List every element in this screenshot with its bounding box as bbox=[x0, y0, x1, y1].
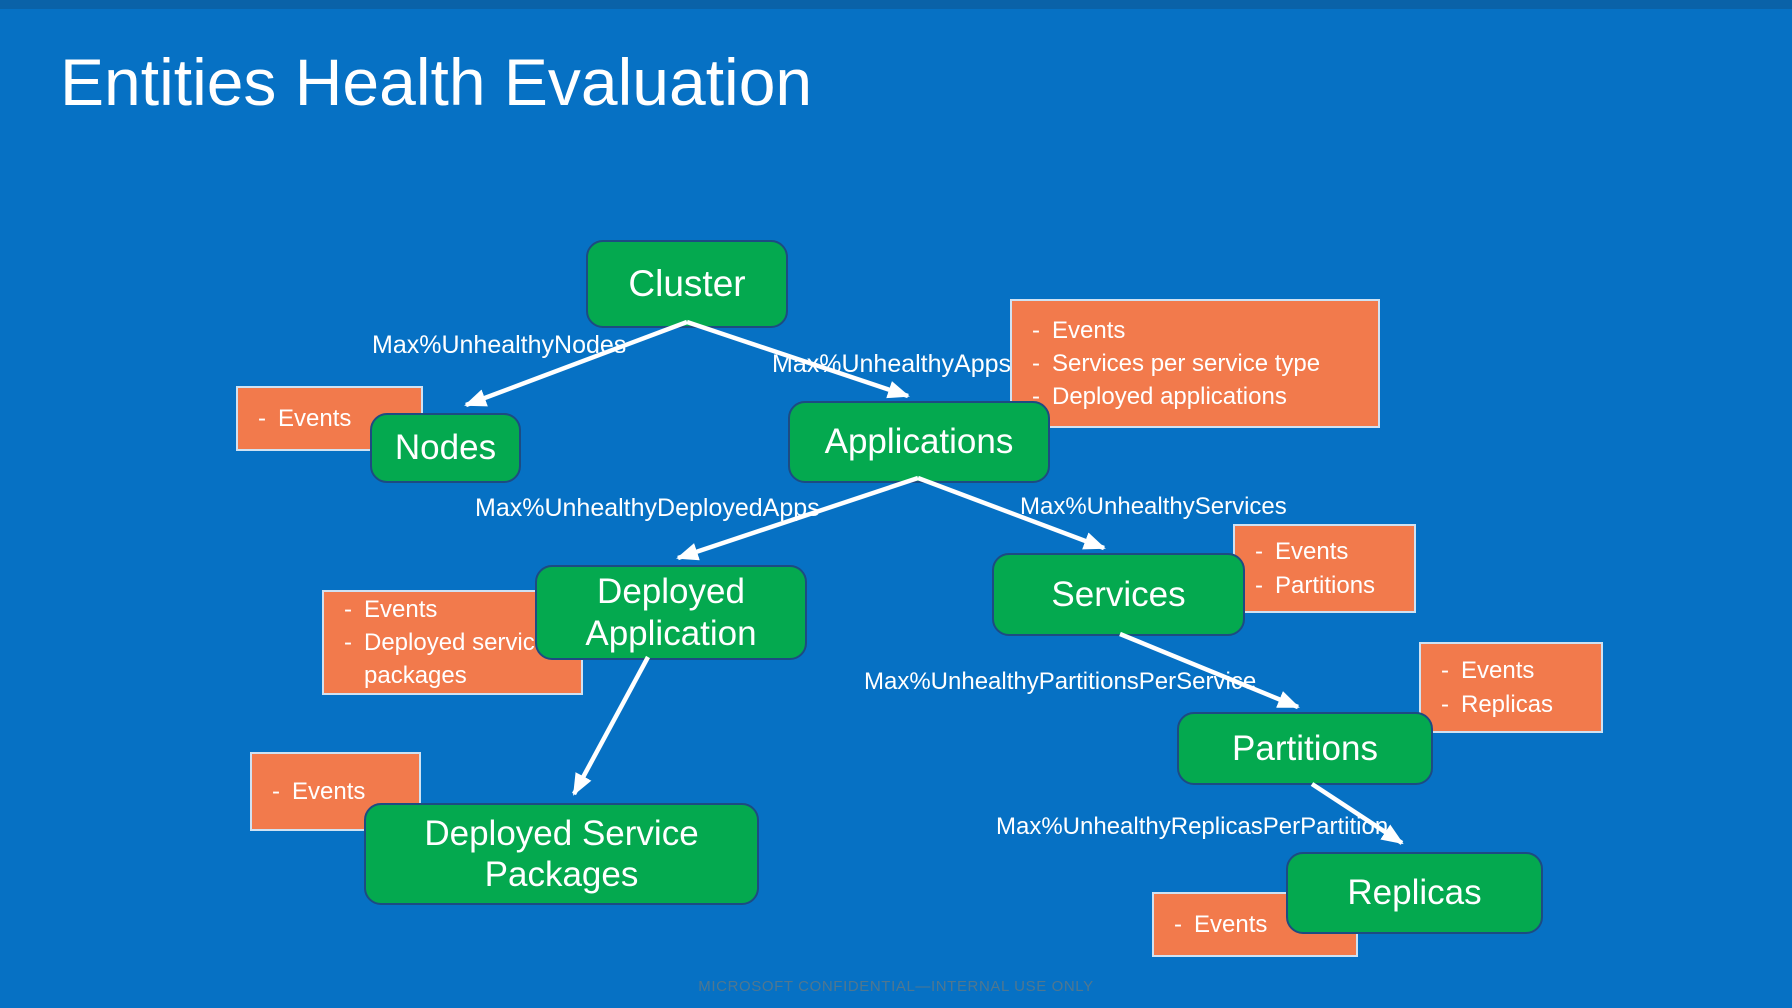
attribute-text: Deployed service packages bbox=[364, 628, 549, 690]
attribute-text: Replicas bbox=[1461, 690, 1554, 718]
entity-label: Cluster bbox=[628, 263, 746, 305]
bullet-dash: - bbox=[272, 777, 280, 805]
entity-label: Applications bbox=[824, 422, 1014, 462]
bullet-dash: - bbox=[344, 595, 352, 623]
entity-label: Deployed Service Packages bbox=[424, 813, 699, 894]
attribute-item: -Events bbox=[1235, 535, 1406, 568]
edge-label-max-unhealthy-replicas-per-partition: Max%UnhealthyReplicasPerPartition bbox=[996, 813, 1389, 840]
edge-label-max-unhealthy-apps: Max%UnhealthyApps bbox=[772, 350, 1012, 378]
attribute-item: -Events bbox=[324, 593, 573, 626]
bullet-dash: - bbox=[1441, 657, 1449, 685]
attributes-box-services: -Events -Partitions bbox=[1233, 524, 1416, 613]
attribute-item: -Events bbox=[1154, 908, 1348, 941]
confidentiality-footer: MICROSOFT CONFIDENTIAL—INTERNAL USE ONLY bbox=[698, 978, 1094, 995]
entity-label: Replicas bbox=[1347, 873, 1482, 913]
attribute-text: Partitions bbox=[1275, 571, 1376, 599]
attribute-item: -Partitions bbox=[1235, 569, 1406, 602]
attribute-text: Deployed applications bbox=[1052, 383, 1287, 411]
attribute-item: -Deployed applications bbox=[1012, 380, 1370, 413]
entity-deployed-application: Deployed Application bbox=[535, 565, 807, 660]
slide-title: Entities Health Evaluation bbox=[60, 45, 813, 119]
entity-label: Services bbox=[1051, 574, 1186, 614]
attribute-text: Events bbox=[364, 595, 438, 623]
bullet-dash: - bbox=[258, 404, 266, 432]
bullet-dash: - bbox=[1032, 383, 1040, 411]
entity-nodes: Nodes bbox=[370, 413, 521, 483]
bullet-dash: - bbox=[1255, 571, 1263, 599]
entity-replicas: Replicas bbox=[1286, 852, 1543, 934]
entity-label: Deployed Application bbox=[585, 572, 757, 653]
edge-label-max-unhealthy-services: Max%UnhealthyServices bbox=[1020, 493, 1287, 520]
edge-label-max-unhealthy-partitions-per-service: Max%UnhealthyPartitionsPerService bbox=[864, 668, 1257, 695]
attributes-box-partitions: -Events -Replicas bbox=[1419, 642, 1603, 733]
attribute-text: Events bbox=[1194, 910, 1268, 938]
bullet-dash: - bbox=[1441, 690, 1449, 718]
entity-partitions: Partitions bbox=[1177, 712, 1433, 785]
attributes-box-applications: -Events -Services per service type -Depl… bbox=[1010, 299, 1380, 428]
attribute-text: Events bbox=[292, 777, 366, 805]
bullet-dash: - bbox=[1032, 349, 1040, 377]
top-edge-strip bbox=[0, 0, 1792, 9]
bullet-dash: - bbox=[1174, 910, 1182, 938]
attribute-text: Events bbox=[278, 404, 352, 432]
attribute-text: Services per service type bbox=[1052, 349, 1321, 377]
edge-label-max-unhealthy-nodes: Max%UnhealthyNodes bbox=[372, 331, 627, 359]
attribute-item: -Events bbox=[252, 775, 411, 808]
attribute-text: Events bbox=[1275, 538, 1349, 566]
edge-label-max-unhealthy-deployed-apps: Max%UnhealthyDeployedApps bbox=[475, 494, 820, 522]
entity-cluster: Cluster bbox=[586, 240, 788, 328]
attribute-item: -Events bbox=[238, 402, 413, 435]
attribute-item: -Services per service type bbox=[1012, 347, 1370, 380]
bullet-dash: - bbox=[1255, 538, 1263, 566]
attribute-text: Events bbox=[1461, 657, 1535, 685]
attributes-box-deployed-service-packages: -Events bbox=[250, 752, 421, 831]
entity-label: Partitions bbox=[1232, 728, 1378, 768]
entity-applications: Applications bbox=[788, 401, 1050, 483]
edge-deployed-application-to-deployed-service-packages bbox=[572, 655, 650, 796]
bullet-dash: - bbox=[1032, 316, 1040, 344]
entity-label: Nodes bbox=[394, 428, 497, 468]
attribute-text: Events bbox=[1052, 316, 1126, 344]
entity-services: Services bbox=[992, 553, 1245, 636]
entity-deployed-service-packages: Deployed Service Packages bbox=[364, 803, 759, 905]
attribute-item: -Events bbox=[1421, 654, 1593, 687]
attribute-item: -Deployed service packages bbox=[324, 626, 573, 692]
attribute-item: -Replicas bbox=[1421, 688, 1593, 721]
bullet-dash: - bbox=[344, 628, 352, 656]
attribute-item: -Events bbox=[1012, 314, 1370, 347]
